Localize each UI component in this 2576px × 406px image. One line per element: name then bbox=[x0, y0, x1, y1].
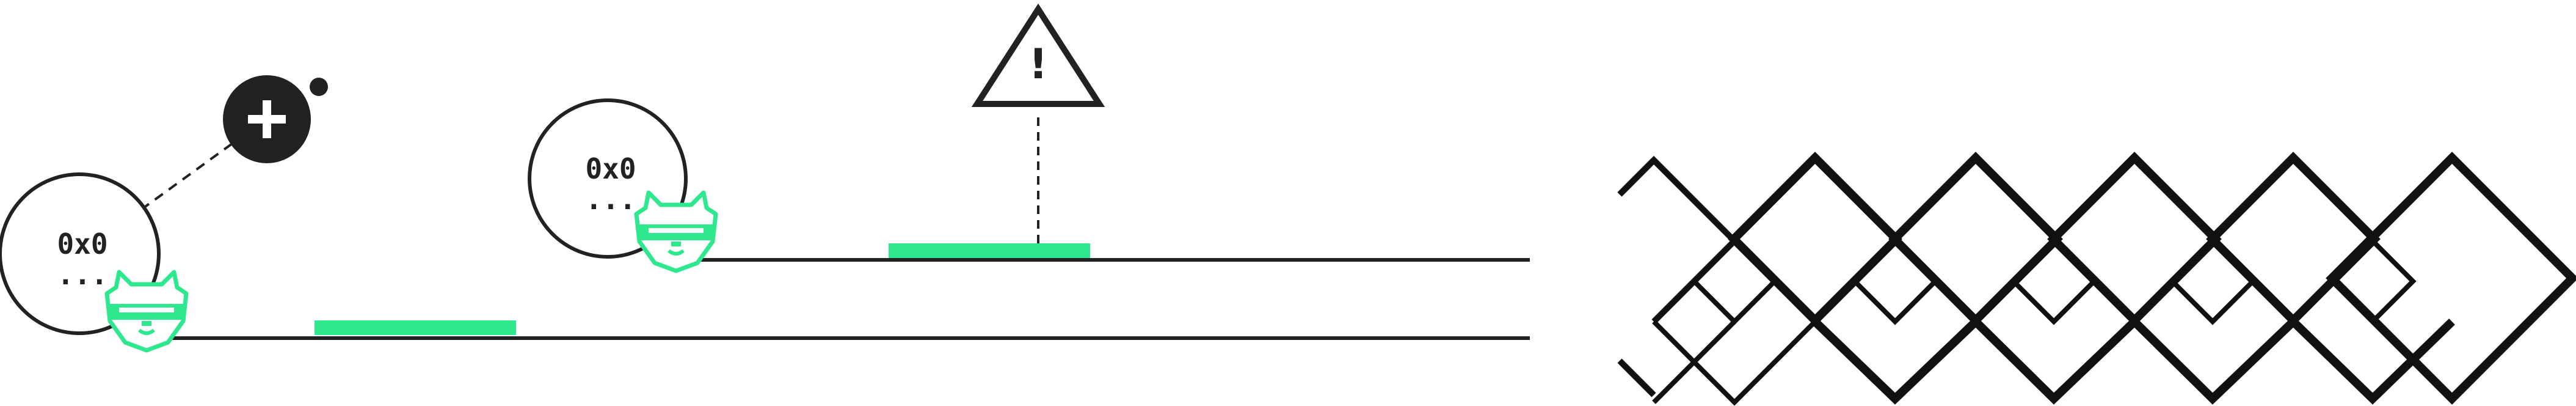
add-connector bbox=[142, 142, 233, 209]
account-address: 0x0 bbox=[585, 152, 636, 185]
lattice-lead-in bbox=[1617, 358, 1656, 397]
lattice-large-diamond bbox=[1728, 152, 1902, 327]
lattice-lower-edge bbox=[1973, 318, 2138, 405]
lattice-small-diamond bbox=[1690, 237, 1778, 325]
add-button[interactable]: + bbox=[223, 75, 311, 163]
lattice-small-diamond bbox=[1851, 237, 1939, 325]
lattice-large-diamond bbox=[1888, 152, 2063, 327]
avatar-icon bbox=[634, 190, 718, 273]
lattice-large-diamond bbox=[2047, 152, 2222, 327]
account-address: 0x0 bbox=[57, 227, 107, 260]
account-ellipsis: ... bbox=[585, 183, 636, 216]
account-ellipsis: ... bbox=[57, 258, 107, 291]
lattice-large-diamond bbox=[2326, 152, 2576, 405]
warning-symbol: ! bbox=[1028, 40, 1047, 89]
lattice-lower-edge bbox=[1652, 320, 1817, 406]
lattice-left-diagonal bbox=[1652, 320, 1736, 404]
upper-accent-bar bbox=[889, 243, 1090, 258]
lattice-lower-edge bbox=[1812, 318, 1979, 405]
lattice-large-diamond bbox=[2206, 152, 2381, 327]
warning-triangle-icon: ! bbox=[971, 3, 1105, 107]
lattice-half-diamond bbox=[1617, 155, 1739, 324]
lattice-lead-top bbox=[1617, 158, 1656, 197]
lattice-small-diamond bbox=[2010, 237, 2098, 325]
lattice-lower-edge bbox=[2290, 318, 2455, 405]
lattice-small-diamond bbox=[2169, 237, 2257, 325]
lattice-small-diamond bbox=[2329, 237, 2417, 325]
lattice-lower-edge bbox=[2131, 318, 2296, 405]
diamond-lattice-pattern bbox=[1617, 152, 2576, 406]
avatar-icon bbox=[104, 270, 189, 353]
add-indicator-dot bbox=[310, 78, 328, 96]
lower-accent-bar bbox=[315, 320, 516, 335]
